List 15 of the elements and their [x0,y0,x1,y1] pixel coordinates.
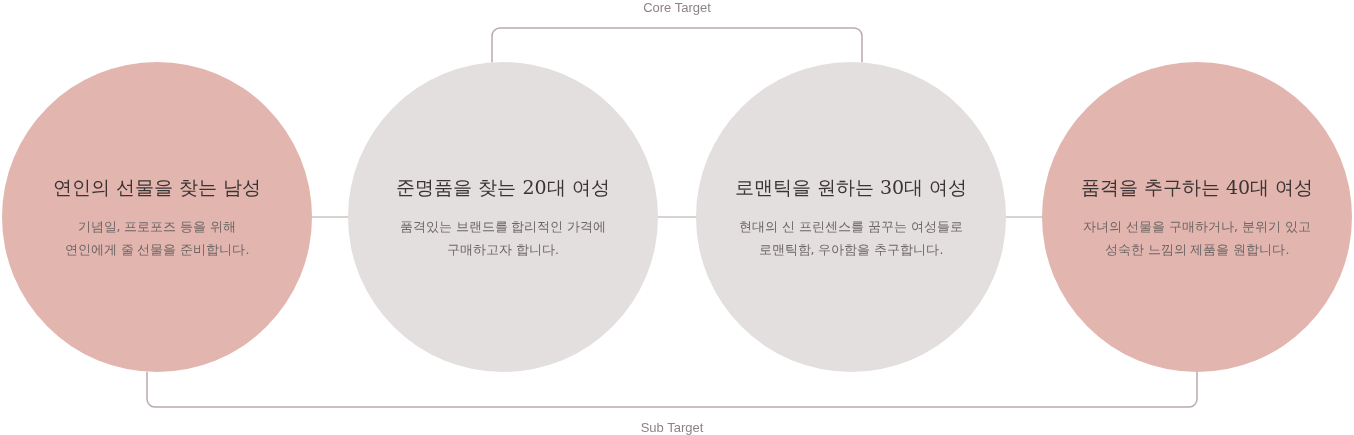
circle-heading: 준명품을 찾는 20대 여성 [396,174,610,200]
edge-label: Sub Target [640,419,704,435]
connector-line [311,216,349,218]
connector-line [1005,216,1043,218]
circle-heading: 로맨틱을 원하는 30대 여성 [734,174,968,200]
edge-label: Core Target [643,0,711,15]
circle-description: 자녀의 선물을 구매하거나, 분위기 있고 성숙한 느낌의 제품을 원합니다. [1082,217,1312,259]
circle-description: 현대의 신 프린센스를 꿈꾸는 여성들로 로맨틱함, 우아함을 추구합니다. [738,217,964,259]
circle-description: 품격있는 브랜드를 합리적인 가격에 구매하고자 합니다. [398,217,608,259]
connector-line [657,216,697,218]
connector-line [146,370,1198,408]
circle-description: 기념일, 프로포즈 등을 위해 연인에게 줄 선물을 준비합니다. [63,217,251,259]
connector-line [491,27,863,64]
circle-heading: 품격을 추구하는 40대 여성 [1080,174,1314,200]
circle-heading: 연인의 선물을 찾는 남성 [52,174,262,200]
